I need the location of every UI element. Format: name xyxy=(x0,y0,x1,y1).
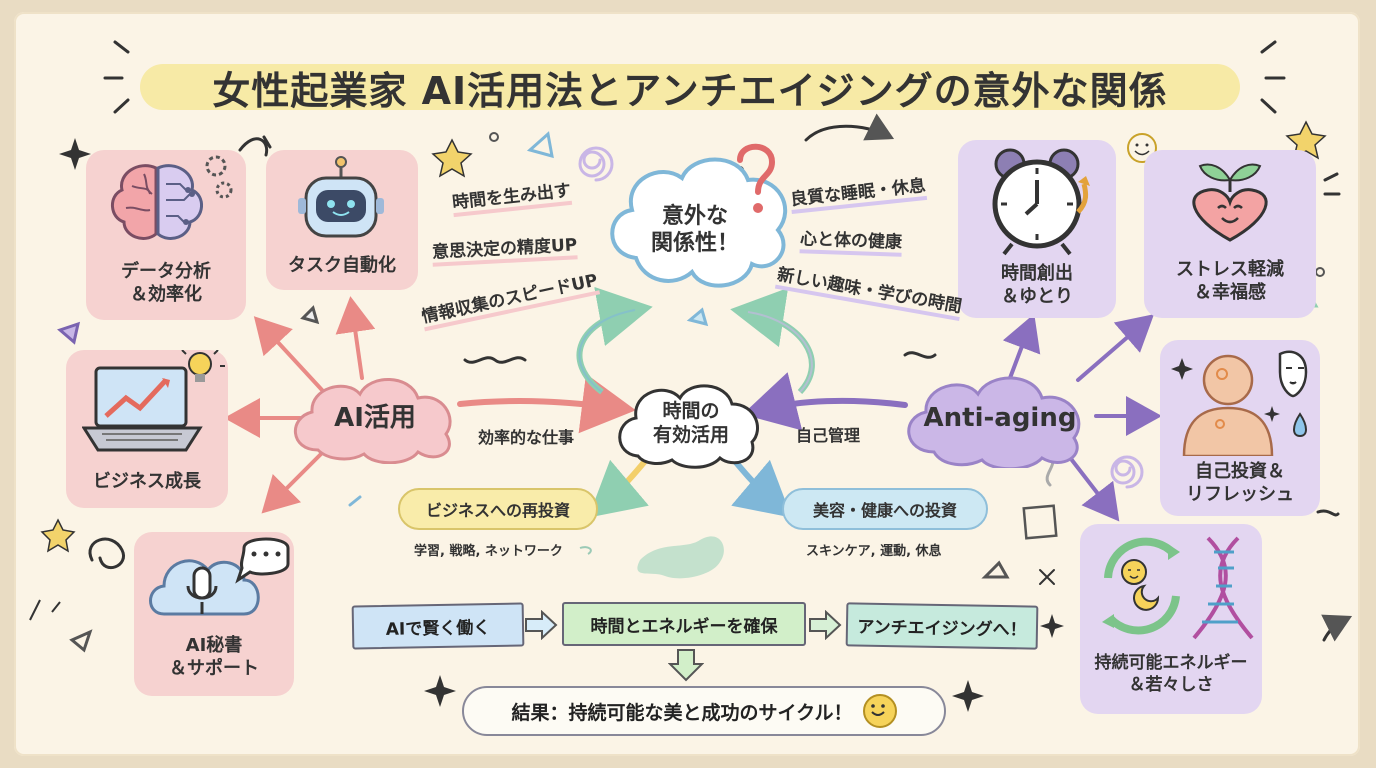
card-energy-label: 持続可能エネルギー ＆若々しさ xyxy=(1094,653,1248,696)
card-stress-label: ストレス軽減 ＆幸福感 xyxy=(1176,259,1284,304)
card-business-label: ビジネス成長 xyxy=(93,471,201,492)
anti-aging-hub-label: Anti-aging xyxy=(923,402,1077,433)
card-time-label: 時間創出 ＆ゆとり xyxy=(1001,263,1073,308)
question-cloud xyxy=(610,157,788,288)
card-task-automation: タスク自動化 xyxy=(266,150,418,290)
brain-circuit-icon xyxy=(111,155,233,240)
page-title: 女性起業家 AI活用法とアンチエイジングの意外な関係 xyxy=(140,58,1240,116)
cloud-microphone-icon xyxy=(149,537,290,616)
center-hub-cloud xyxy=(618,384,759,469)
card-ai-secretary: AI秘書 ＆サポート xyxy=(134,532,294,696)
flow-arrow-1 xyxy=(525,610,558,640)
card-time-creation: 時間創出 ＆ゆとり xyxy=(958,140,1116,318)
heart-sprout-icon xyxy=(1192,163,1268,242)
flow-down-arrow xyxy=(668,649,704,682)
beauty-invest-sub: スキンケア, 運動, 休息 xyxy=(806,544,942,559)
ai-hub-cloud xyxy=(294,378,452,464)
benefit-health: 心と体の健康 xyxy=(799,224,903,257)
card-business-growth: ビジネス成長 xyxy=(66,350,228,508)
anti-aging-hub-cloud xyxy=(907,376,1081,468)
card-data-analysis: データ分析 ＆効率化 xyxy=(86,150,246,320)
alarm-clock-icon xyxy=(992,148,1090,256)
card-stress-relief: ストレス軽減 ＆幸福感 xyxy=(1144,150,1316,318)
flow-step-1: AIで賢く働く xyxy=(351,602,525,650)
smiley-decoration xyxy=(1127,133,1157,163)
card-secretary-label: AI秘書 ＆サポート xyxy=(169,635,259,680)
business-reinvest-pill: ビジネスへの再投資 xyxy=(398,488,598,530)
flow-step-2: 時間とエネルギーを確保 xyxy=(562,602,806,646)
ai-hub-label: AI活用 xyxy=(334,402,416,433)
smiley-icon xyxy=(862,694,897,728)
question-mark-icon xyxy=(737,143,776,213)
business-reinvest-sub: 学習, 戦略, ネットワーク xyxy=(414,544,563,559)
card-task-label: タスク自動化 xyxy=(288,255,396,276)
title-accent-lines xyxy=(103,40,1286,114)
efficient-work-label: 効率的な仕事 xyxy=(478,428,575,447)
laptop-growth-icon xyxy=(82,350,225,452)
flow-step-3: アンチエイジングへ！ xyxy=(845,602,1039,650)
card-self-investment: 自己投資＆ リフレッシュ xyxy=(1160,340,1320,516)
cycle-dna-icon xyxy=(1102,536,1254,640)
title-highlight xyxy=(140,64,1240,110)
center-hub-label: 時間の 有効活用 xyxy=(652,400,729,446)
self-management-label: 自己管理 xyxy=(796,426,861,445)
card-data-label: データ分析 ＆効率化 xyxy=(121,261,211,306)
question-label: 意外な 関係性！ xyxy=(650,203,739,257)
card-sustainable-energy: 持続可能エネルギー ＆若々しさ xyxy=(1080,524,1262,714)
result-text: 結果：持続可能な美と成功のサイクル！ xyxy=(511,701,853,724)
beauty-invest-pill: 美容・健康への投資 xyxy=(782,488,988,530)
robot-icon xyxy=(298,156,384,238)
result-pill: 結果：持続可能な美と成功のサイクル！ xyxy=(462,686,946,736)
skincare-person-icon xyxy=(1171,350,1308,456)
card-invest-label: 自己投資＆ リフレッシュ xyxy=(1186,461,1294,506)
flow-arrow-2 xyxy=(809,610,842,640)
